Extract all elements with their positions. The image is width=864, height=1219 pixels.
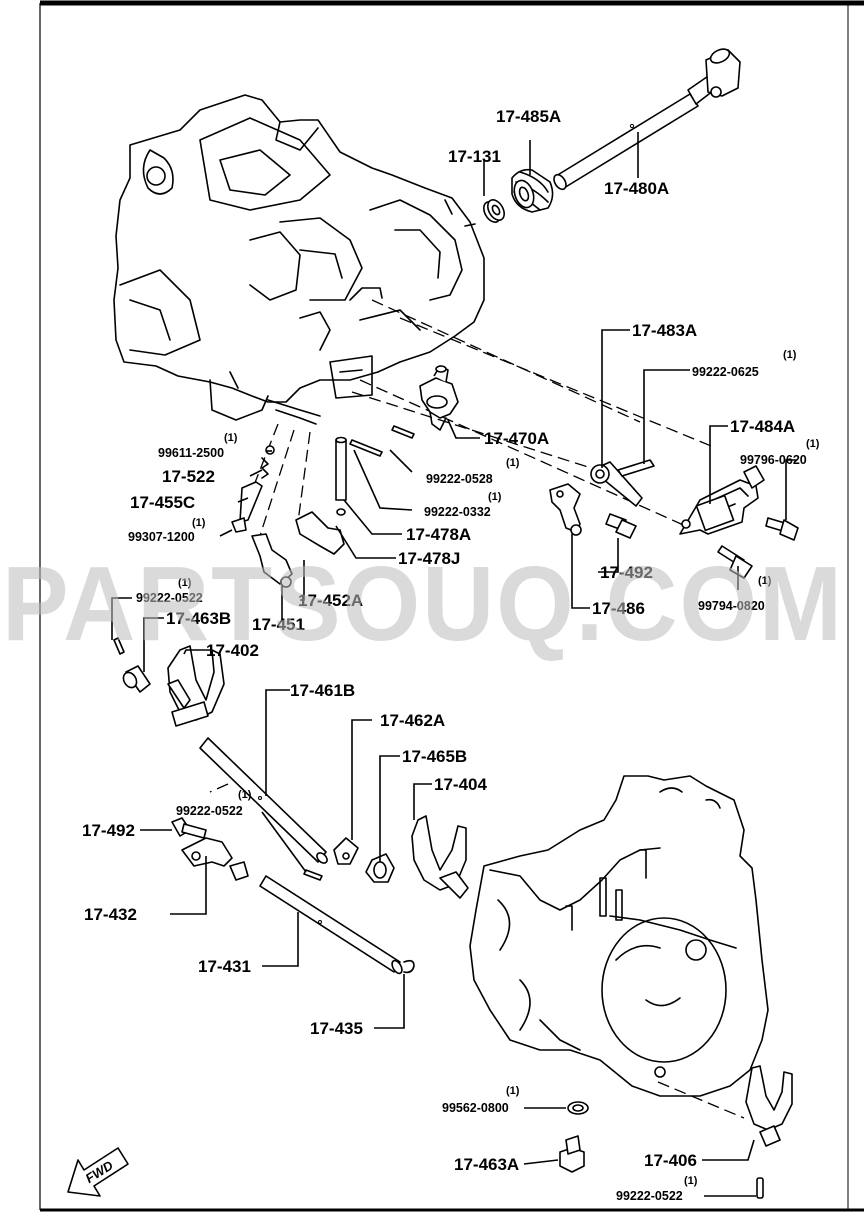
label-17-406: 17-406 <box>644 1151 697 1170</box>
lever-17-432 <box>181 837 249 881</box>
label-99222-0522-a: 99222-0522 <box>136 591 203 605</box>
label-17-463A: 17-463A <box>454 1155 519 1174</box>
label-17-455C: 17-455C <box>130 493 195 512</box>
qty-99222-0625: (1) <box>783 349 797 361</box>
label-17-465B: 17-465B <box>402 747 467 766</box>
pin-99222-0522-a <box>113 637 125 655</box>
qty-99796-0620: (1) <box>806 438 820 450</box>
leader-lines <box>111 132 796 1197</box>
qty-99222-0332: (1) <box>488 491 502 503</box>
upper-transmission-case <box>113 94 485 425</box>
label-99222-0522-b: 99222-0522 <box>176 804 243 818</box>
label-99222-0522-c: 99222-0522 <box>616 1189 683 1203</box>
rod-17-461B <box>199 737 328 864</box>
bolt-17-492-right <box>605 513 637 539</box>
qty-99611-2500: (1) <box>224 432 238 444</box>
interlock-17-478J <box>295 511 345 555</box>
seal-17-131 <box>483 199 505 223</box>
block-17-462A <box>333 837 359 865</box>
label-99222-0625: 99222-0625 <box>692 365 759 379</box>
qty-99222-0522-b: (1) <box>238 789 252 801</box>
fwd-arrow-icon <box>67 1147 129 1197</box>
shift-rod-17-480A <box>553 48 741 191</box>
label-17-478A: 17-478A <box>406 525 471 544</box>
watermark: PARTSOUQ.COM <box>2 545 844 663</box>
qty-99222-0528: (1) <box>506 457 520 469</box>
spring-ball-group <box>231 445 275 533</box>
label-17-131: 17-131 <box>448 147 501 166</box>
label-99611-2500: 99611-2500 <box>158 446 224 460</box>
label-17-404: 17-404 <box>434 775 487 794</box>
sleeve-17-463B <box>122 665 151 693</box>
boot-17-485A <box>511 168 554 213</box>
label-99562-0800: 99562-0800 <box>442 1101 509 1115</box>
label-99796-0620: 99796-0620 <box>740 453 807 467</box>
bracket-17-484A <box>679 465 765 535</box>
label-17-451: 17-451 <box>252 615 305 634</box>
lever-17-451 <box>251 533 293 588</box>
lower-transmission-case <box>469 775 769 1097</box>
qty-99222-0522-a: (1) <box>178 577 192 589</box>
label-17-492-left: 17-492 <box>82 821 135 840</box>
fork-17-406 <box>745 1065 793 1147</box>
label-17-522: 17-522 <box>162 467 215 486</box>
label-99222-0528: 99222-0528 <box>426 472 493 486</box>
pin-99222-0522-c <box>756 1177 764 1199</box>
label-17-492-right: 17-492 <box>600 563 653 582</box>
pins-99222 <box>349 425 415 457</box>
label-99794-0820: 99794-0820 <box>698 599 765 613</box>
bolt-99794-0820 <box>717 545 753 579</box>
label-17-478J: 17-478J <box>398 549 460 568</box>
qty-99562-0800: (1) <box>506 1085 520 1097</box>
washer-99562-0800 <box>567 1101 589 1115</box>
pin-99222-0522-b <box>303 869 323 881</box>
rod-17-478A <box>335 436 347 516</box>
label-17-435: 17-435 <box>310 1019 363 1038</box>
lever-17-486 <box>549 483 582 536</box>
label-17-402: 17-402 <box>206 641 259 660</box>
fork-17-402 <box>167 645 225 727</box>
qty-99307-1200: (1) <box>192 517 206 529</box>
sleeve-17-465B <box>365 853 395 883</box>
shift-lever-17-470A <box>419 365 459 431</box>
label-17-484A: 17-484A <box>730 417 795 436</box>
label-17-452A: 17-452A <box>298 591 363 610</box>
label-17-480A: 17-480A <box>604 179 669 198</box>
label-17-483A: 17-483A <box>632 321 697 340</box>
label-17-463B: 17-463B <box>166 609 231 628</box>
label-17-486: 17-486 <box>592 599 645 618</box>
assembly-dashed-lines <box>209 299 745 1119</box>
select-lever-17-483A <box>590 459 655 507</box>
label-99222-0332: 99222-0332 <box>424 505 491 519</box>
label-17-431: 17-431 <box>198 957 251 976</box>
bolt-99796-0620 <box>765 517 799 541</box>
plug-17-463A <box>559 1135 585 1173</box>
qty-99794-0820: (1) <box>758 575 772 587</box>
qty-99222-0522-c: (1) <box>684 1175 698 1187</box>
label-17-470A: 17-470A <box>484 429 549 448</box>
fork-17-404 <box>411 815 469 899</box>
bolt-17-492-left <box>171 817 207 839</box>
label-17-485A: 17-485A <box>496 107 561 126</box>
rod-17-431 <box>259 875 403 975</box>
label-17-462A: 17-462A <box>380 711 445 730</box>
clip-17-435 <box>403 959 415 974</box>
label-17-432: 17-432 <box>84 905 137 924</box>
label-99307-1200: 99307-1200 <box>128 530 195 544</box>
label-17-461B: 17-461B <box>290 681 355 700</box>
